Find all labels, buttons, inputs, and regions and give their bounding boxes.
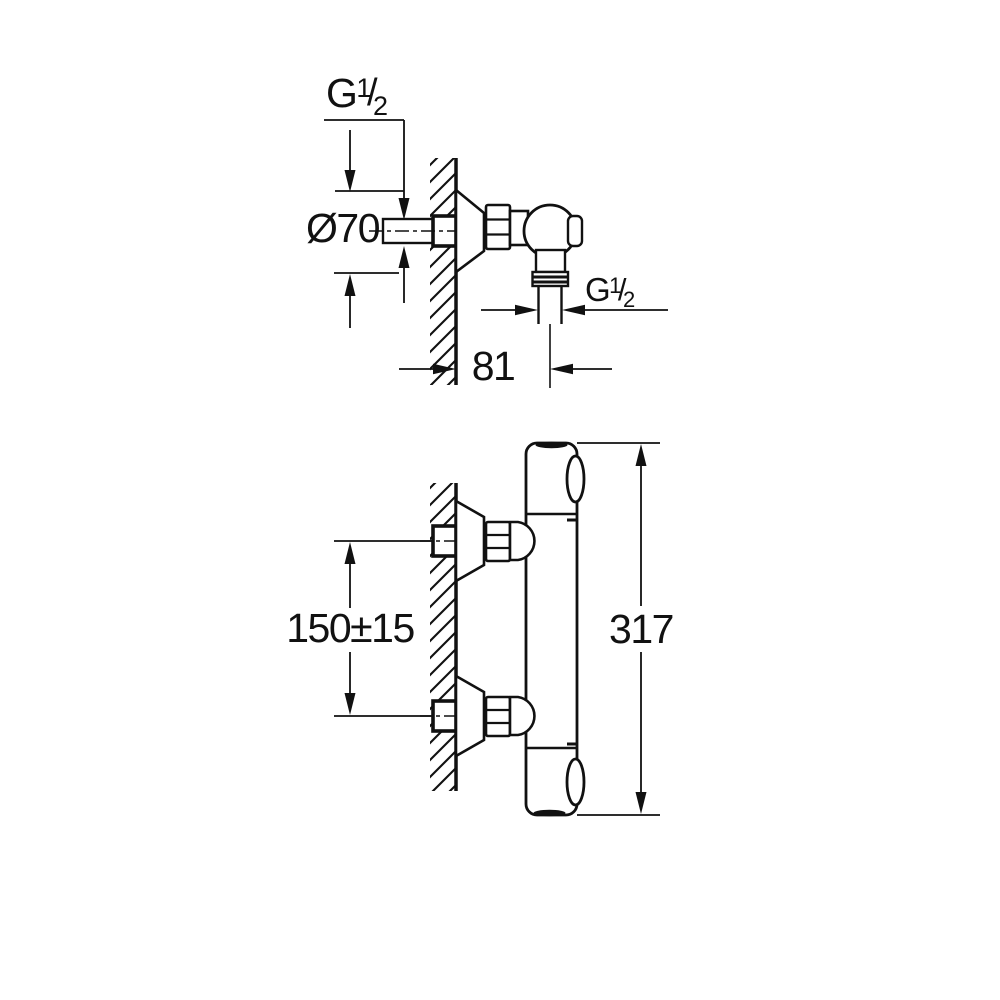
front-view [334,441,660,817]
dim-label-inlet-thread: G1/2 [326,70,388,120]
dim-label-connection-spacing: 150±15 [286,605,415,651]
dim-label-escutcheon-diameter: Ø70 [306,205,381,251]
dim-overall-height [577,442,660,816]
thread-denominator: 2 [623,287,635,312]
lower-union-nut [484,695,512,738]
lower-handle-knob [565,757,586,807]
dim-inlet-thread [324,119,410,303]
dim-hose-thread [481,304,668,316]
dim-label-wall-to-hose: 81 [471,343,516,389]
thread-prefix: G [326,70,358,116]
lower-escutcheon [454,673,486,759]
upper-union-nut [484,520,512,563]
dim-connection-spacing [334,540,434,717]
dim-label-hose-thread: G1/2 [585,271,635,311]
thread-numerator: 1 [609,273,621,298]
thread-slash: / [617,272,627,307]
thread-denominator: 2 [373,91,388,121]
escutcheon [454,187,486,275]
thread-slash: / [366,72,378,114]
thread-prefix: G [585,271,611,308]
upper-escutcheon [454,498,486,584]
dim-escutcheon-diameter [334,130,404,328]
upper-handle-knob [565,454,586,504]
thread-numerator: 1 [356,73,371,103]
dim-wall-to-hose [399,363,612,375]
mixer-bar-body [524,441,579,817]
side-view [324,119,668,388]
supply-pipe [369,214,459,248]
lower-connection-boss [508,695,536,737]
handle-grip-tab [566,214,584,248]
shower-hose [537,286,563,388]
hose-outlet [531,248,570,288]
upper-connection-boss [508,520,536,562]
union-nut [484,203,512,251]
wall-section [430,158,458,385]
dim-label-overall-height: 317 [609,606,674,652]
